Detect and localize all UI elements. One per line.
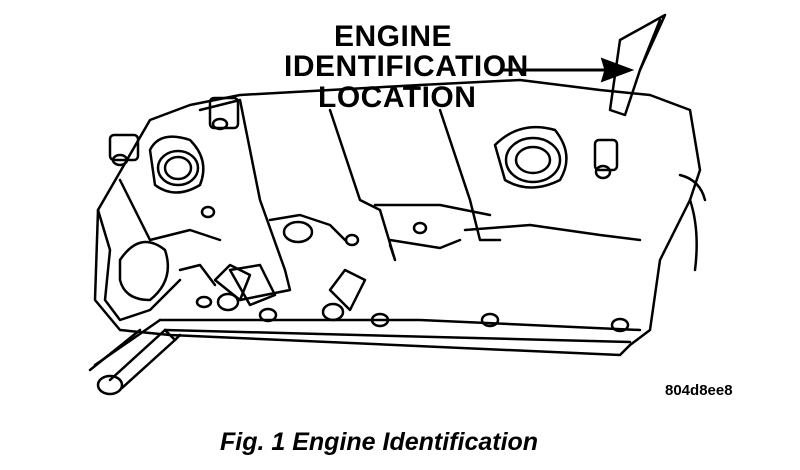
callout-line-identification: IDENTIFICATION bbox=[284, 50, 529, 83]
block-outline bbox=[93, 78, 702, 357]
callout-arrow bbox=[503, 57, 635, 83]
bore-right bbox=[493, 125, 568, 189]
callout-line-location: LOCATION bbox=[318, 81, 477, 114]
callout-line-engine: ENGINE bbox=[334, 20, 453, 53]
bore-left bbox=[148, 135, 205, 194]
image-code: 804d8ee8 bbox=[665, 382, 733, 399]
figure-caption: Fig. 1 Engine Identification bbox=[220, 428, 539, 456]
bolt-shaft bbox=[108, 328, 167, 382]
